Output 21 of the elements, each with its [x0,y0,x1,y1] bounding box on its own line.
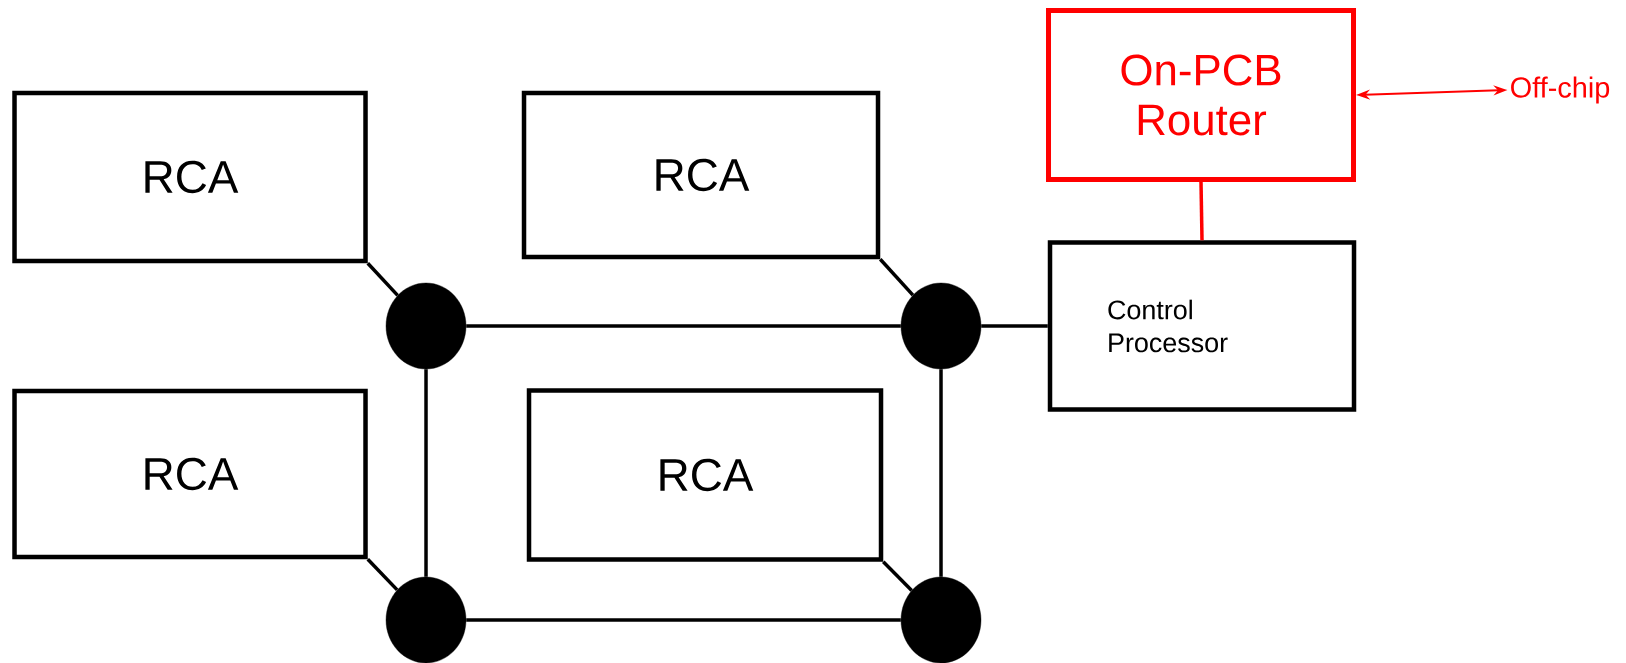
router-box: On-PCB Router [1046,8,1356,182]
rca-box: RCA [526,388,884,562]
connector-line [366,558,399,592]
junction-dot [900,576,982,663]
junction-dot [900,282,982,370]
junction-dot [385,282,467,370]
connector-line [366,262,399,297]
junction-dot [385,576,467,663]
connector-line [981,324,1048,328]
connector-line [878,258,915,297]
connector-line [466,618,901,622]
rca-box: RCA [12,90,368,264]
rca-box: RCA [12,388,368,560]
rca-box: RCA [521,90,881,260]
connector-line [939,369,943,577]
connector-line [882,560,913,592]
connector-line [424,369,428,577]
connector-line [1199,181,1204,241]
off-chip-label: Off-chip [1511,76,1610,104]
connector-line [466,324,901,328]
processor-box: Control Processor [1047,240,1357,412]
